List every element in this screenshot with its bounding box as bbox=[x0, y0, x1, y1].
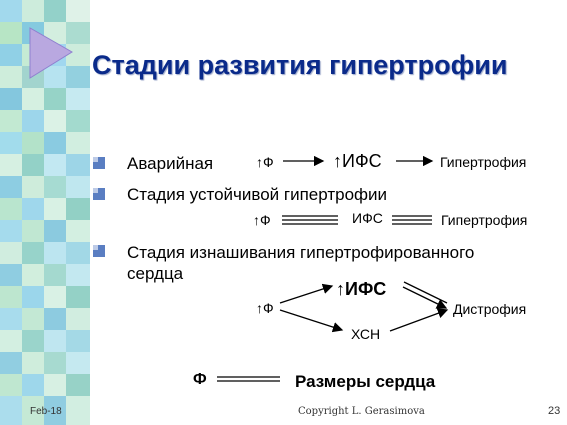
stage3-result: Дистрофия bbox=[453, 301, 527, 317]
stage3-line-return bbox=[389, 308, 449, 332]
stage1-label: Аварийная bbox=[127, 154, 214, 173]
footer-page-number: 23 bbox=[548, 405, 561, 417]
stage3-line-up bbox=[279, 283, 334, 304]
stage2-result: Гипертрофия bbox=[441, 212, 528, 228]
stage3-mid: ↑ИФС bbox=[336, 279, 387, 299]
bullet-icon bbox=[93, 245, 105, 257]
stage1-from: ↑Ф bbox=[256, 154, 274, 170]
stage3-bottom: ХСН bbox=[351, 326, 381, 342]
bullet-icon bbox=[93, 157, 105, 169]
relation-left: Ф bbox=[193, 371, 207, 388]
stage3-line-down bbox=[279, 309, 344, 333]
bullet-icon bbox=[93, 188, 105, 200]
stage3-label-line1: Стадия изнашивания гипертрофированного bbox=[127, 243, 475, 262]
decorative-mosaic-strip bbox=[0, 0, 90, 425]
stage2-mid: ИФС bbox=[352, 210, 383, 226]
stage1-mid: ↑ИФС bbox=[333, 151, 382, 171]
relation-right: Размеры сердца bbox=[295, 372, 436, 391]
stage3-from: ↑Ф bbox=[256, 300, 274, 316]
stage3-double-a bbox=[403, 281, 448, 304]
stage3-label-line2: сердца bbox=[127, 264, 184, 283]
slide-title: Стадии развития гипертрофии bbox=[92, 50, 508, 80]
footer-copyright: Copyright L. Gerasimova bbox=[298, 406, 425, 417]
stage3-double-b bbox=[402, 286, 448, 309]
footer-date: Feb-18 bbox=[30, 406, 62, 417]
stage2-label: Стадия устойчивой гипертрофии bbox=[127, 185, 388, 204]
stage2-from: ↑Ф bbox=[253, 212, 271, 228]
stage1-result: Гипертрофия bbox=[440, 154, 527, 170]
